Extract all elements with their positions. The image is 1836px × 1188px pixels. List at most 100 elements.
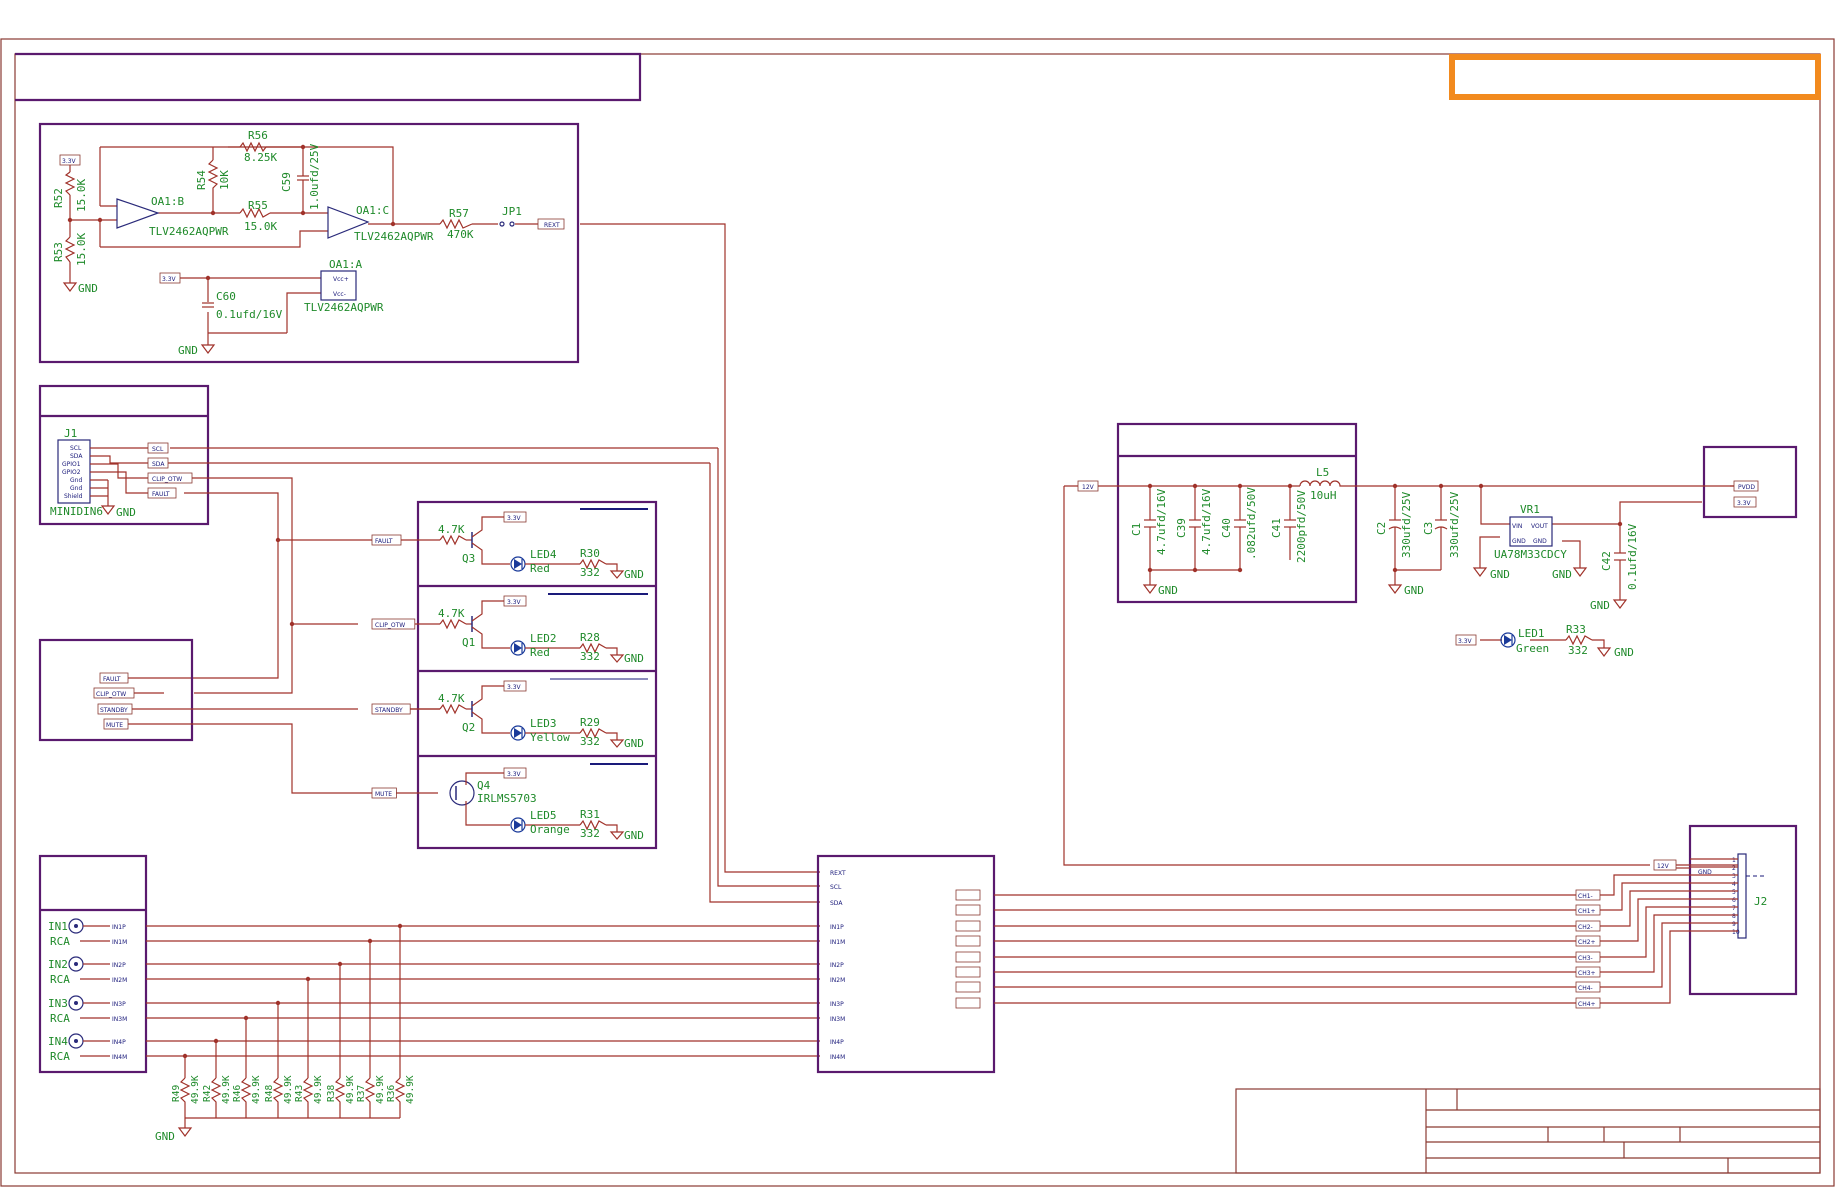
r53-resistor: R53 15.0K xyxy=(52,233,88,266)
control-wires xyxy=(128,539,440,794)
amp-right-net-tag xyxy=(955,997,981,1009)
c2-capacitor: C2 330ufd/25V xyxy=(1375,491,1413,558)
amp-pins: REXTSCLSDAIN1PIN1MIN2PIN2MIN3PIN3MIN4PIN… xyxy=(830,870,976,1061)
input-type: RCA xyxy=(50,1012,70,1025)
v33-tag-pvdd-label: 3.3V xyxy=(1737,500,1752,507)
r57-ref: R57 xyxy=(449,207,469,220)
j2-net-label: CH1- xyxy=(1578,893,1593,900)
oa1b-ref: OA1:B xyxy=(151,195,184,208)
v12-tag-label: 12V xyxy=(1082,484,1095,491)
svg-text:C1: C1 xyxy=(1130,523,1143,536)
jp1-jumper: JP1 xyxy=(499,205,522,227)
bias-resistor-value: 49.9K xyxy=(283,1075,294,1104)
led-row-led-ref: LED4 xyxy=(530,548,557,561)
c41-capacitor: C41 2200pfd/50V xyxy=(1270,490,1308,563)
svg-text:Shield: Shield xyxy=(64,493,83,500)
v33-tag-pvdd xyxy=(1733,496,1757,508)
led-row-gnd-label: GND xyxy=(624,652,644,665)
led-row-led-ref: LED3 xyxy=(530,717,557,730)
r33-resistor: R33 332 xyxy=(1565,623,1593,657)
svg-text:SDA: SDA xyxy=(70,453,83,460)
led-row-v33-tag xyxy=(503,767,527,779)
led-row-resistor-ref: R31 xyxy=(580,808,600,821)
led1-indicator: LED1 Green xyxy=(1500,627,1549,655)
led-row-mosfet xyxy=(449,780,475,806)
amp-right-net-tag xyxy=(955,904,981,916)
gnd-symbol-r53: GND xyxy=(62,282,98,295)
led-row-v33-tag xyxy=(503,680,527,692)
power-junctions xyxy=(1147,483,1623,573)
led-row-resistor xyxy=(579,558,607,570)
c39-capacitor: C39 4.7ufd/16V xyxy=(1175,488,1213,555)
bias-resistor-r42: R42 49.9K xyxy=(202,1041,232,1118)
led-row-base-resistor xyxy=(439,618,467,630)
svg-text:330ufd/25V: 330ufd/25V xyxy=(1448,491,1461,558)
input-ref: IN2 xyxy=(48,958,68,971)
svg-text:C39: C39 xyxy=(1175,518,1188,538)
bias-resistor-ref: R48 xyxy=(264,1085,275,1102)
svg-text:VIN: VIN xyxy=(1512,523,1522,530)
bias-resistor-value: 49.9K xyxy=(313,1075,324,1104)
amp-left-pin-label: IN1P xyxy=(830,924,844,931)
control-block xyxy=(38,638,194,742)
bias-resistor-value: 49.9K xyxy=(221,1075,232,1104)
led-row-base-resistor-value: 4.7K xyxy=(438,523,465,536)
led-row-gnd-icon xyxy=(609,831,625,840)
svg-text:.082ufd/50V: .082ufd/50V xyxy=(1245,487,1258,560)
input-p-label: IN1P xyxy=(112,924,126,931)
bias-resistor-value: 49.9K xyxy=(251,1075,262,1104)
amp-left-pin-label: IN2P xyxy=(830,962,844,969)
j2-net-label: CH2- xyxy=(1578,924,1593,931)
led-row-resistor-value: 332 xyxy=(580,566,600,579)
r54-value: 10K xyxy=(218,170,231,190)
j2-pin-number: 1 xyxy=(1732,857,1736,864)
led-row-v33-label: 3.3V xyxy=(507,515,522,522)
j1-part: MINIDIN6 xyxy=(50,505,103,518)
c60-capacitor: C60 0.1ufd/16V xyxy=(202,290,283,321)
svg-text:GND: GND xyxy=(1404,584,1424,597)
led-row-net-label: STANDBY xyxy=(375,707,403,714)
c60-value: 0.1ufd/16V xyxy=(216,308,283,321)
j2-pin-number: 10 xyxy=(1732,929,1740,936)
led-row-led-color: Red xyxy=(530,646,550,659)
led-row-led-ref: LED5 xyxy=(530,809,557,822)
led-row-net-label: FAULT xyxy=(375,538,393,545)
led-row-resistor-value: 332 xyxy=(580,650,600,663)
input-p-label: IN3P xyxy=(112,1001,126,1008)
c59-value: 1.0ufd/25V xyxy=(308,143,321,210)
c1-capacitor: C1 4.7ufd/16V xyxy=(1130,488,1168,555)
svg-text:GND: GND xyxy=(1552,568,1572,581)
oa1a-opamp: Vcc+ Vcc- OA1:A TLV2462AQPWR xyxy=(304,258,384,314)
j2-connector: J2 xyxy=(1737,853,1767,939)
input-m-label: IN1M xyxy=(112,939,127,946)
bias-resistor-r43: R43 49.9K xyxy=(294,979,324,1118)
svg-text:GND: GND xyxy=(178,344,198,357)
r57-resistor: R57 470K xyxy=(439,207,474,241)
led-row-v33-tag xyxy=(503,595,527,607)
vr1-ref: VR1 xyxy=(1520,503,1540,516)
junction-clip xyxy=(289,621,295,627)
pvdd-tag xyxy=(1733,480,1759,492)
bias-resistor-ref: R42 xyxy=(202,1085,213,1102)
svg-text:FAULT: FAULT xyxy=(103,676,121,683)
led-row-led-color: Red xyxy=(530,562,550,575)
oa1b-part: TLV2462AQPWR xyxy=(149,225,229,238)
bias-resistor-ref: R43 xyxy=(294,1085,305,1102)
sheet-border-outer xyxy=(0,38,1835,1187)
bias-gnd-label: GND xyxy=(155,1130,175,1143)
svg-text:0.1ufd/16V: 0.1ufd/16V xyxy=(1626,523,1639,590)
led-row-gnd-icon xyxy=(609,654,625,663)
bias-resistor-value: 49.9K xyxy=(190,1075,201,1104)
gnd-symbol-c60: GND xyxy=(178,344,216,357)
j2-net-tag xyxy=(1575,966,1601,978)
bias-resistor-value: 49.9K xyxy=(405,1075,416,1104)
input-p-label: IN2P xyxy=(112,962,126,969)
input-type: RCA xyxy=(50,973,70,986)
l5-ref: L5 xyxy=(1316,466,1329,479)
j2-net-label: CH2+ xyxy=(1578,939,1596,946)
